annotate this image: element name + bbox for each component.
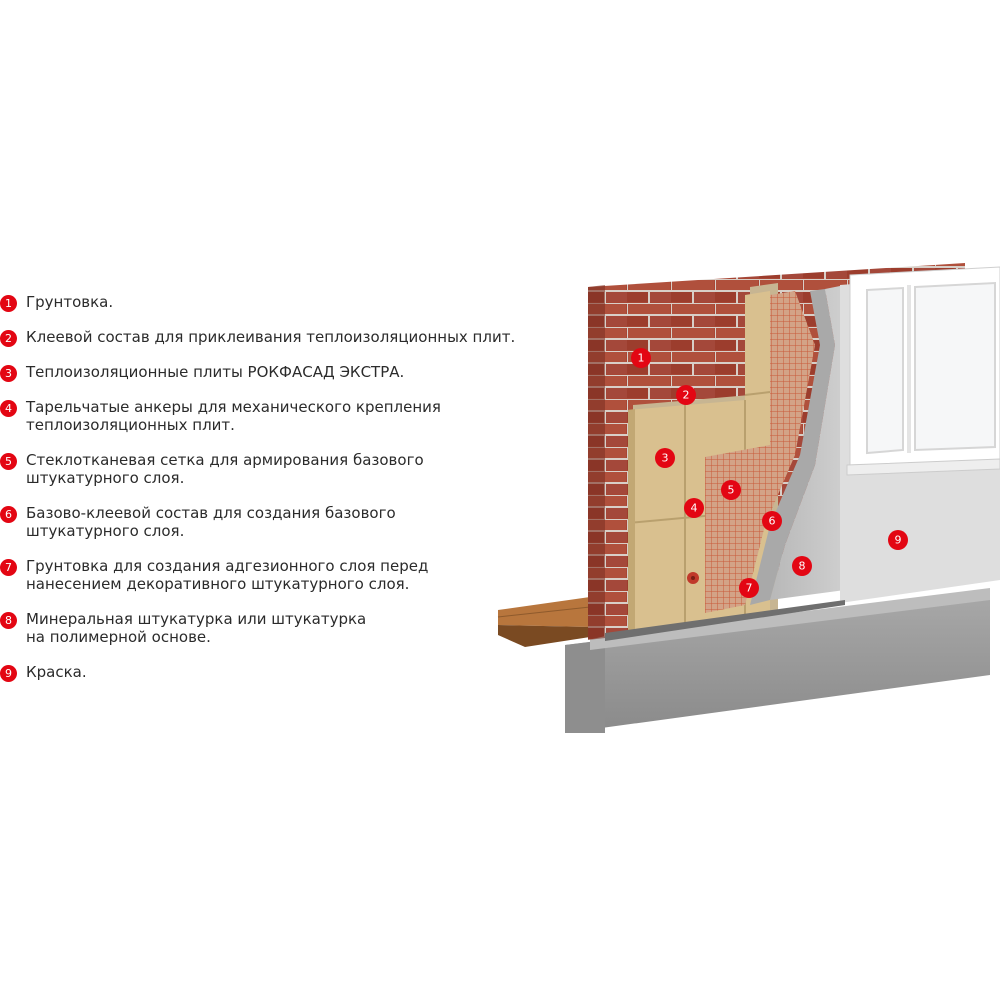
legend-item-6: 6 Базово-клеевой состав для создания баз… xyxy=(0,504,396,540)
legend-item-text: Минеральная штукатурка или штукатурка на… xyxy=(26,610,367,646)
legend-number-badge: 8 xyxy=(0,612,17,629)
callout-label: 5 xyxy=(728,484,735,497)
callout-8: 8 xyxy=(792,556,812,576)
legend-item-text: Тарельчатые анкеры для механического кре… xyxy=(26,398,441,434)
window xyxy=(846,266,1000,476)
callout-2: 2 xyxy=(676,385,696,405)
wall-insulation-diagram: 1 2 3 4 5 6 7 8 xyxy=(495,255,1000,740)
wooden-floor-beam xyxy=(497,597,591,647)
legend-item-text: Теплоизоляционные плиты РОКФАСАД ЭКСТРА. xyxy=(26,363,405,381)
legend-item-9: 9 Краска. xyxy=(0,663,87,682)
legend-item-4: 4 Тарельчатые анкеры для механического к… xyxy=(0,398,441,434)
wall-cross-section-illustration: 1 2 3 4 5 6 7 8 xyxy=(497,263,1000,733)
legend-number-badge: 5 xyxy=(0,453,17,470)
callout-label: 1 xyxy=(638,352,645,365)
legend-item-3: 3 Теплоизоляционные плиты РОКФАСАД ЭКСТР… xyxy=(0,363,404,382)
legend-number-badge: 4 xyxy=(0,400,17,417)
legend-item-text: Грунтовка. xyxy=(26,293,114,311)
fiberglass-mesh xyxy=(705,291,815,613)
legend-number-badge: 2 xyxy=(0,330,17,347)
concrete-foundation xyxy=(565,588,990,733)
legend-item-text: Стеклотканевая сетка для армирования баз… xyxy=(26,451,424,487)
legend-item-7: 7 Грунтовка для создания адгезионного сл… xyxy=(0,557,428,593)
legend-item-text: Базово-клеевой состав для создания базов… xyxy=(26,504,396,540)
legend-item-text: Клеевой состав для приклеивания теплоизо… xyxy=(26,328,516,346)
legend-number-badge: 1 xyxy=(0,295,17,312)
callout-1: 1 xyxy=(631,348,651,368)
legend-item-5: 5 Стеклотканевая сетка для армирования б… xyxy=(0,451,424,487)
callout-label: 3 xyxy=(662,452,669,465)
callout-label: 4 xyxy=(691,502,698,515)
callout-7: 7 xyxy=(739,578,759,598)
callout-label: 9 xyxy=(895,534,902,547)
starter-rail xyxy=(605,600,845,641)
callout-3: 3 xyxy=(655,448,675,468)
callout-label: 8 xyxy=(799,560,806,573)
legend-number-badge: 9 xyxy=(0,665,17,682)
callout-label: 7 xyxy=(746,582,753,595)
legend-number-badge: 7 xyxy=(0,559,17,576)
callout-5: 5 xyxy=(721,480,741,500)
mineral-plaster-layer xyxy=(770,285,845,600)
legend-item-text: Краска. xyxy=(26,663,87,681)
callout-9: 9 xyxy=(888,530,908,550)
legend-number-badge: 6 xyxy=(0,506,17,523)
legend-item-1: 1 Грунтовка. xyxy=(0,293,113,312)
callout-4: 4 xyxy=(684,498,704,518)
legend-item-text: Грунтовка для создания адгезионного слоя… xyxy=(26,557,429,593)
legend-item-8: 8 Минеральная штукатурка или штукатурка … xyxy=(0,610,366,646)
callout-6: 6 xyxy=(762,511,782,531)
callout-label: 2 xyxy=(683,389,690,402)
legend-item-2: 2 Клеевой состав для приклеивания теплои… xyxy=(0,328,515,347)
callout-label: 6 xyxy=(769,515,776,528)
legend-number-badge: 3 xyxy=(0,365,17,382)
